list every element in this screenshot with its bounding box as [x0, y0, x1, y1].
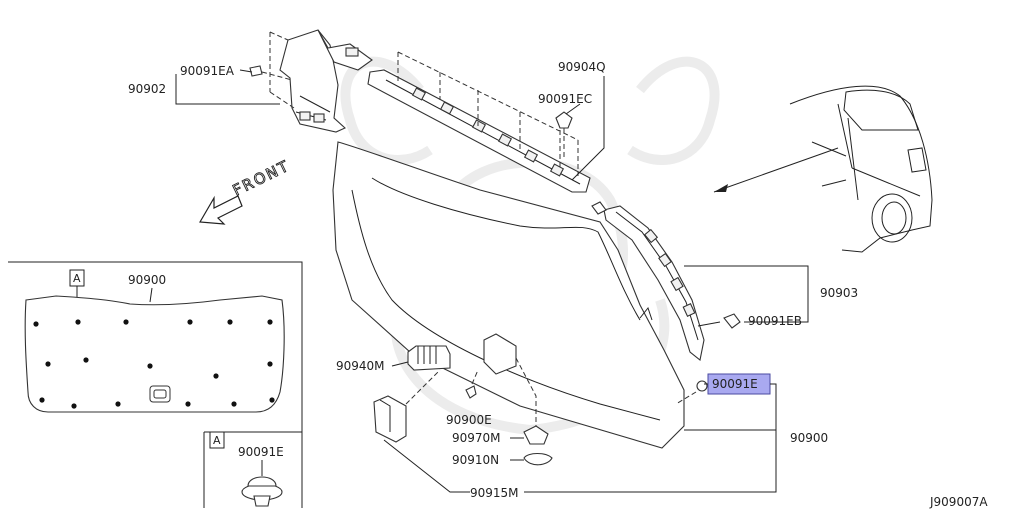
part-90970M	[523, 425, 549, 445]
screw-90900E	[465, 369, 479, 399]
detail-a-marker: A	[73, 272, 81, 285]
detail-a-clip-icon	[241, 476, 283, 507]
detail-a-clip-marker-box	[209, 431, 225, 449]
part-cover-upper	[483, 333, 517, 375]
part-cover-lower	[373, 395, 407, 443]
finisher-strip-90904Q	[367, 69, 591, 193]
detail-a-frame	[8, 261, 303, 508]
vehicle-sketch	[789, 85, 933, 253]
leader-dash-90904Q	[397, 51, 579, 176]
callout-90091EA: 90091EA	[180, 64, 235, 78]
leader-dash-covers	[405, 357, 537, 426]
callout-90970M: 90970M	[452, 431, 501, 445]
side-trim-90903	[591, 201, 705, 361]
part-90940M	[407, 345, 451, 371]
front-label: FRONT	[230, 157, 293, 200]
callout-90900E: 90900E	[446, 413, 492, 427]
leader-90900	[524, 383, 777, 493]
detail-a-clip-marker: A	[213, 434, 221, 447]
clip-90091EA	[249, 65, 293, 81]
detail-a-clip-part-number: 90091E	[238, 445, 284, 459]
detail-a-part-number: 90900	[128, 273, 166, 287]
direction-arrowhead-icon	[714, 184, 728, 192]
detail-a-panel	[24, 295, 285, 413]
detail-a-part-leader	[149, 287, 153, 303]
callout-90940M: 90940M	[336, 359, 385, 373]
leader-90903	[684, 265, 809, 327]
leader-90940M	[391, 361, 409, 367]
clip-90091EC	[555, 111, 573, 160]
callout-90900: 90900	[790, 431, 828, 445]
part-90910N	[523, 452, 553, 466]
callout-90903: 90903	[820, 286, 858, 300]
pillar-trim-90902	[279, 29, 373, 133]
front-arrow-icon	[199, 195, 243, 225]
callout-90091EC: 90091EC	[538, 92, 592, 106]
callout-90091EB: 90091EB	[748, 314, 802, 328]
callout-90902: 90902	[128, 82, 166, 96]
callout-90915M: 90915M	[470, 486, 519, 500]
diagram-code: J909007A	[929, 495, 988, 509]
back-door-trim-90900	[332, 141, 685, 449]
leader-90915M	[383, 439, 470, 493]
direction-line	[713, 147, 839, 193]
callout-90910N: 90910N	[452, 453, 499, 467]
leader-90902	[175, 69, 280, 105]
clip-90091EB	[723, 313, 741, 329]
callout-90904Q: 90904Q	[558, 60, 606, 74]
leader-dash-90902	[269, 31, 295, 109]
callout-90091E[interactable]: 90091E	[712, 377, 758, 391]
leader-90904Q	[565, 76, 605, 181]
